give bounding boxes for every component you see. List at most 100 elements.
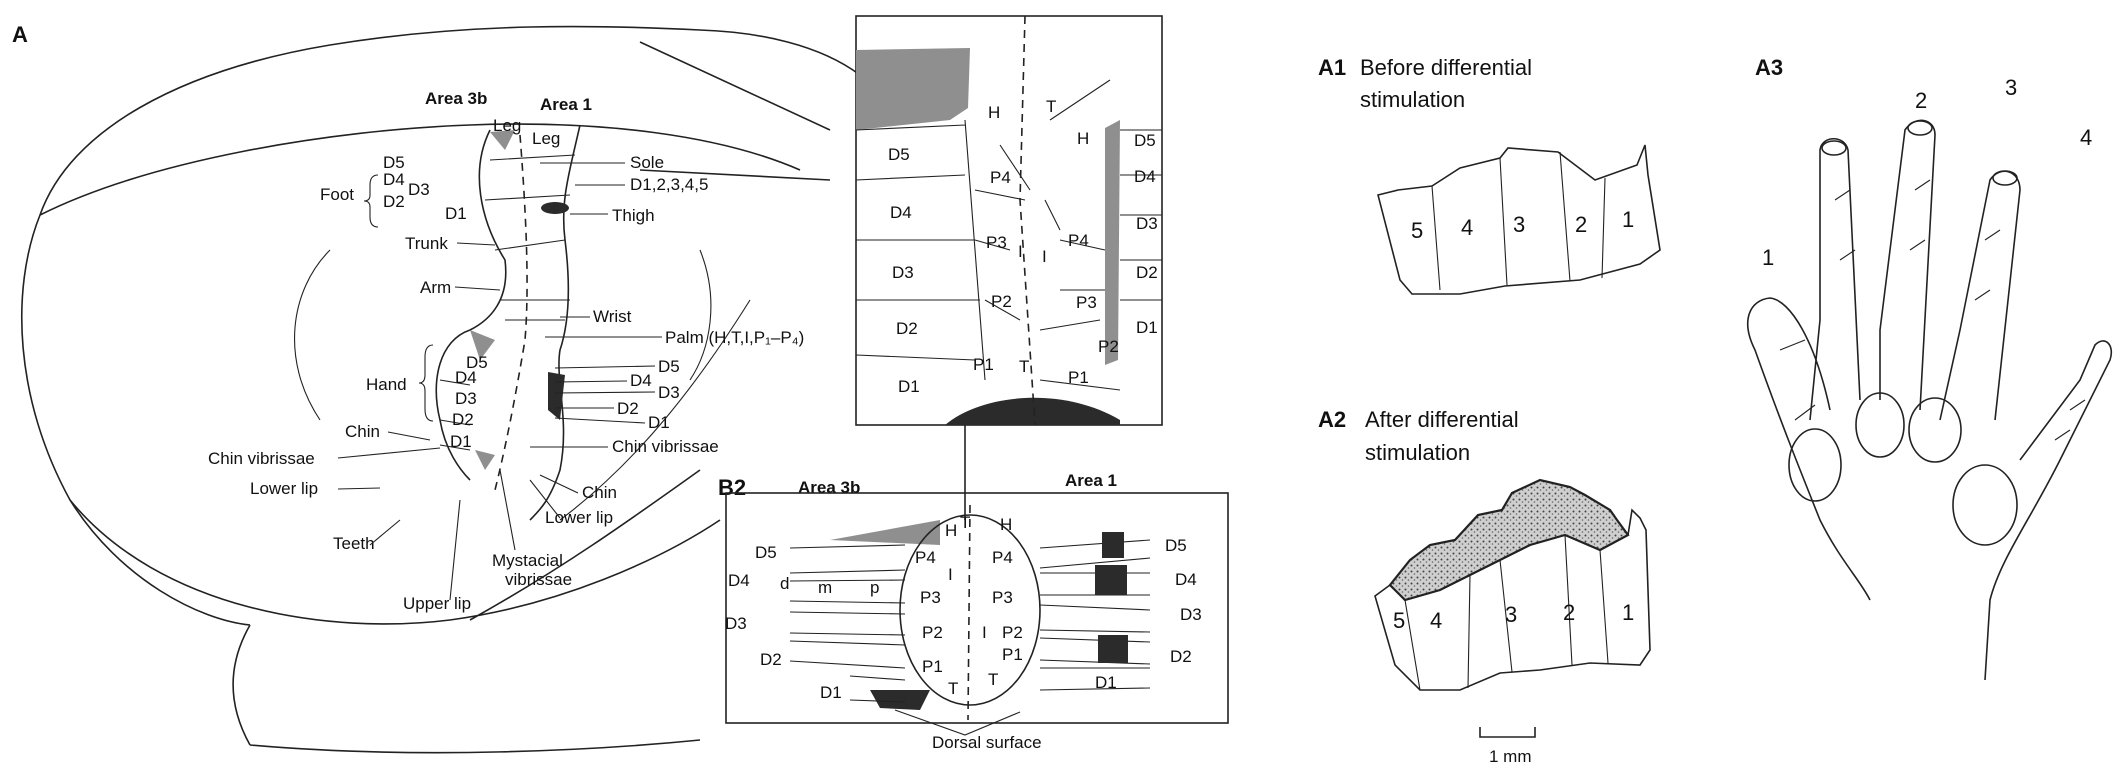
foot-label: Foot xyxy=(320,185,354,204)
scale-label: 1 mm xyxy=(1489,747,1532,766)
b2-top-shaded xyxy=(830,520,940,545)
b1-d1-right: D1 xyxy=(1136,318,1158,337)
foot-d3: D3 xyxy=(408,180,430,199)
a2-region-1: 1 xyxy=(1622,600,1634,625)
chin-label-left: Chin xyxy=(345,422,380,441)
scale-bar xyxy=(1480,727,1535,737)
a1-region-5: 5 xyxy=(1411,218,1423,243)
upper-lip-label: Upper lip xyxy=(403,594,471,613)
finger-label-4: 4 xyxy=(2080,125,2092,150)
teeth-label: Teeth xyxy=(333,534,375,553)
b2-divider xyxy=(968,505,970,720)
a1-region-2: 2 xyxy=(1575,212,1587,237)
hand-d2-1: D2 xyxy=(617,399,639,418)
hand-d1-1: D1 xyxy=(648,413,670,432)
b1-h-left: H xyxy=(988,103,1000,122)
hand-d3-1: D3 xyxy=(658,383,680,402)
b2-right-d5: D5 xyxy=(1165,536,1187,555)
hand-d1-3b: D1 xyxy=(450,432,472,451)
leg-label-3b: Leg xyxy=(493,116,521,135)
brain-lateral-fold xyxy=(70,470,720,624)
fingertip-ring-2 xyxy=(1822,141,1846,155)
b1-p4-right: P4 xyxy=(1068,231,1089,250)
b1-right-shaded xyxy=(1105,120,1120,365)
b2-left-d3: D3 xyxy=(725,614,747,633)
mystacial-label-2: vibrissae xyxy=(505,570,572,589)
b1-p3-left: P3 xyxy=(986,233,1007,252)
b1-t: T xyxy=(1046,97,1056,116)
b2-palm-t-bottom: T xyxy=(948,679,958,698)
b2-palm-p1-right: P1 xyxy=(1002,645,1023,664)
foot-d4: D4 xyxy=(383,170,405,189)
b1-p1-left: P1 xyxy=(973,355,994,374)
a1-title-line2: stimulation xyxy=(1360,87,1465,112)
b1-h-shaded xyxy=(856,48,970,130)
finger-label-3: 3 xyxy=(2005,75,2017,100)
panel-a3-hand: A3 1 2 3 4 xyxy=(1748,55,2112,680)
foot-d2: D2 xyxy=(383,192,405,211)
b2-palm-h-right: H xyxy=(1000,515,1012,534)
a2-region-2: 2 xyxy=(1563,600,1575,625)
b2-palm-t-right: T xyxy=(988,670,998,689)
b1-d4: D4 xyxy=(890,203,912,222)
trunk-leader xyxy=(457,243,495,245)
b1-d3-right: D3 xyxy=(1136,214,1158,233)
b1-d3: D3 xyxy=(892,263,914,282)
b1-d2-right: D2 xyxy=(1136,263,1158,282)
b2-d5-dark xyxy=(1102,532,1124,558)
sole-label: Sole xyxy=(630,153,664,172)
palm-label: Palm (H,T,I,P₁–P₄) xyxy=(665,328,804,347)
b2-dorsal-label: Dorsal surface xyxy=(932,733,1042,752)
b1-t-bottom: T xyxy=(1019,357,1029,376)
b1-i-right: I xyxy=(1042,247,1047,266)
b2-d4-dark xyxy=(1095,565,1127,595)
b2-left-fingers xyxy=(790,545,905,702)
b2-letter: B2 xyxy=(718,475,746,500)
brain-outline xyxy=(22,26,860,745)
b2-left-d1: D1 xyxy=(820,683,842,702)
foot-brace xyxy=(364,175,378,227)
b1-i-left: I xyxy=(1018,242,1023,261)
b2-d2-dark xyxy=(1098,635,1128,663)
a2-region-5: 5 xyxy=(1393,608,1405,633)
finger-label-1: 1 xyxy=(1762,245,1774,270)
hand-d3-3b: D3 xyxy=(455,389,477,408)
hand-pad-2 xyxy=(1856,393,1904,457)
b1-bottom-dark xyxy=(945,398,1120,425)
b2-right-d3: D3 xyxy=(1180,605,1202,624)
b2-palm-p2-left: P2 xyxy=(922,623,943,642)
chin-vibrissae-right: Chin vibrissae xyxy=(612,437,719,456)
finger-label-2: 2 xyxy=(1915,88,1927,113)
a2-title-line1: After differential xyxy=(1365,407,1519,432)
hand-label: Hand xyxy=(366,375,407,394)
hand-pad-4 xyxy=(1953,465,2017,545)
foot-d1: D1 xyxy=(445,204,467,223)
foot-digits-area1: D1,2,3,4,5 xyxy=(630,175,708,194)
hand-d2-3b: D2 xyxy=(452,410,474,429)
b2-frame xyxy=(726,493,1228,723)
b2-left-d2: D2 xyxy=(760,650,782,669)
b2-palm-p3-right: P3 xyxy=(992,588,1013,607)
a2-letter: A2 xyxy=(1318,407,1346,432)
b2-palm-p3-left: P3 xyxy=(920,588,941,607)
b2-palm-t-left: T xyxy=(960,513,970,532)
b1-callout-top xyxy=(640,42,830,180)
panel-a-brain: A Area 3b Area 1 Leg Leg Foot D5 D4 D3 D… xyxy=(12,22,860,753)
trunk-label: Trunk xyxy=(405,234,448,253)
b2-palm-p2-right: P2 xyxy=(1002,623,1023,642)
a3-letter: A3 xyxy=(1755,55,1783,80)
leg-label-1: Leg xyxy=(532,129,560,148)
b1-d4-right: D4 xyxy=(1134,167,1156,186)
hand-pad-1 xyxy=(1789,429,1841,501)
a2-stippled-zone xyxy=(1390,480,1628,600)
thigh-label: Thigh xyxy=(612,206,655,225)
brain-area1-label: Area 1 xyxy=(540,95,592,114)
b2-area3b: Area 3b xyxy=(798,478,860,497)
b2-palm-i-right: I xyxy=(982,623,987,642)
b1-h-right: H xyxy=(1077,129,1089,148)
chin-shaded xyxy=(475,450,495,470)
b2-right-d1: D1 xyxy=(1095,673,1117,692)
chin-label-right: Chin xyxy=(582,483,617,502)
arm-label: Arm xyxy=(420,278,451,297)
